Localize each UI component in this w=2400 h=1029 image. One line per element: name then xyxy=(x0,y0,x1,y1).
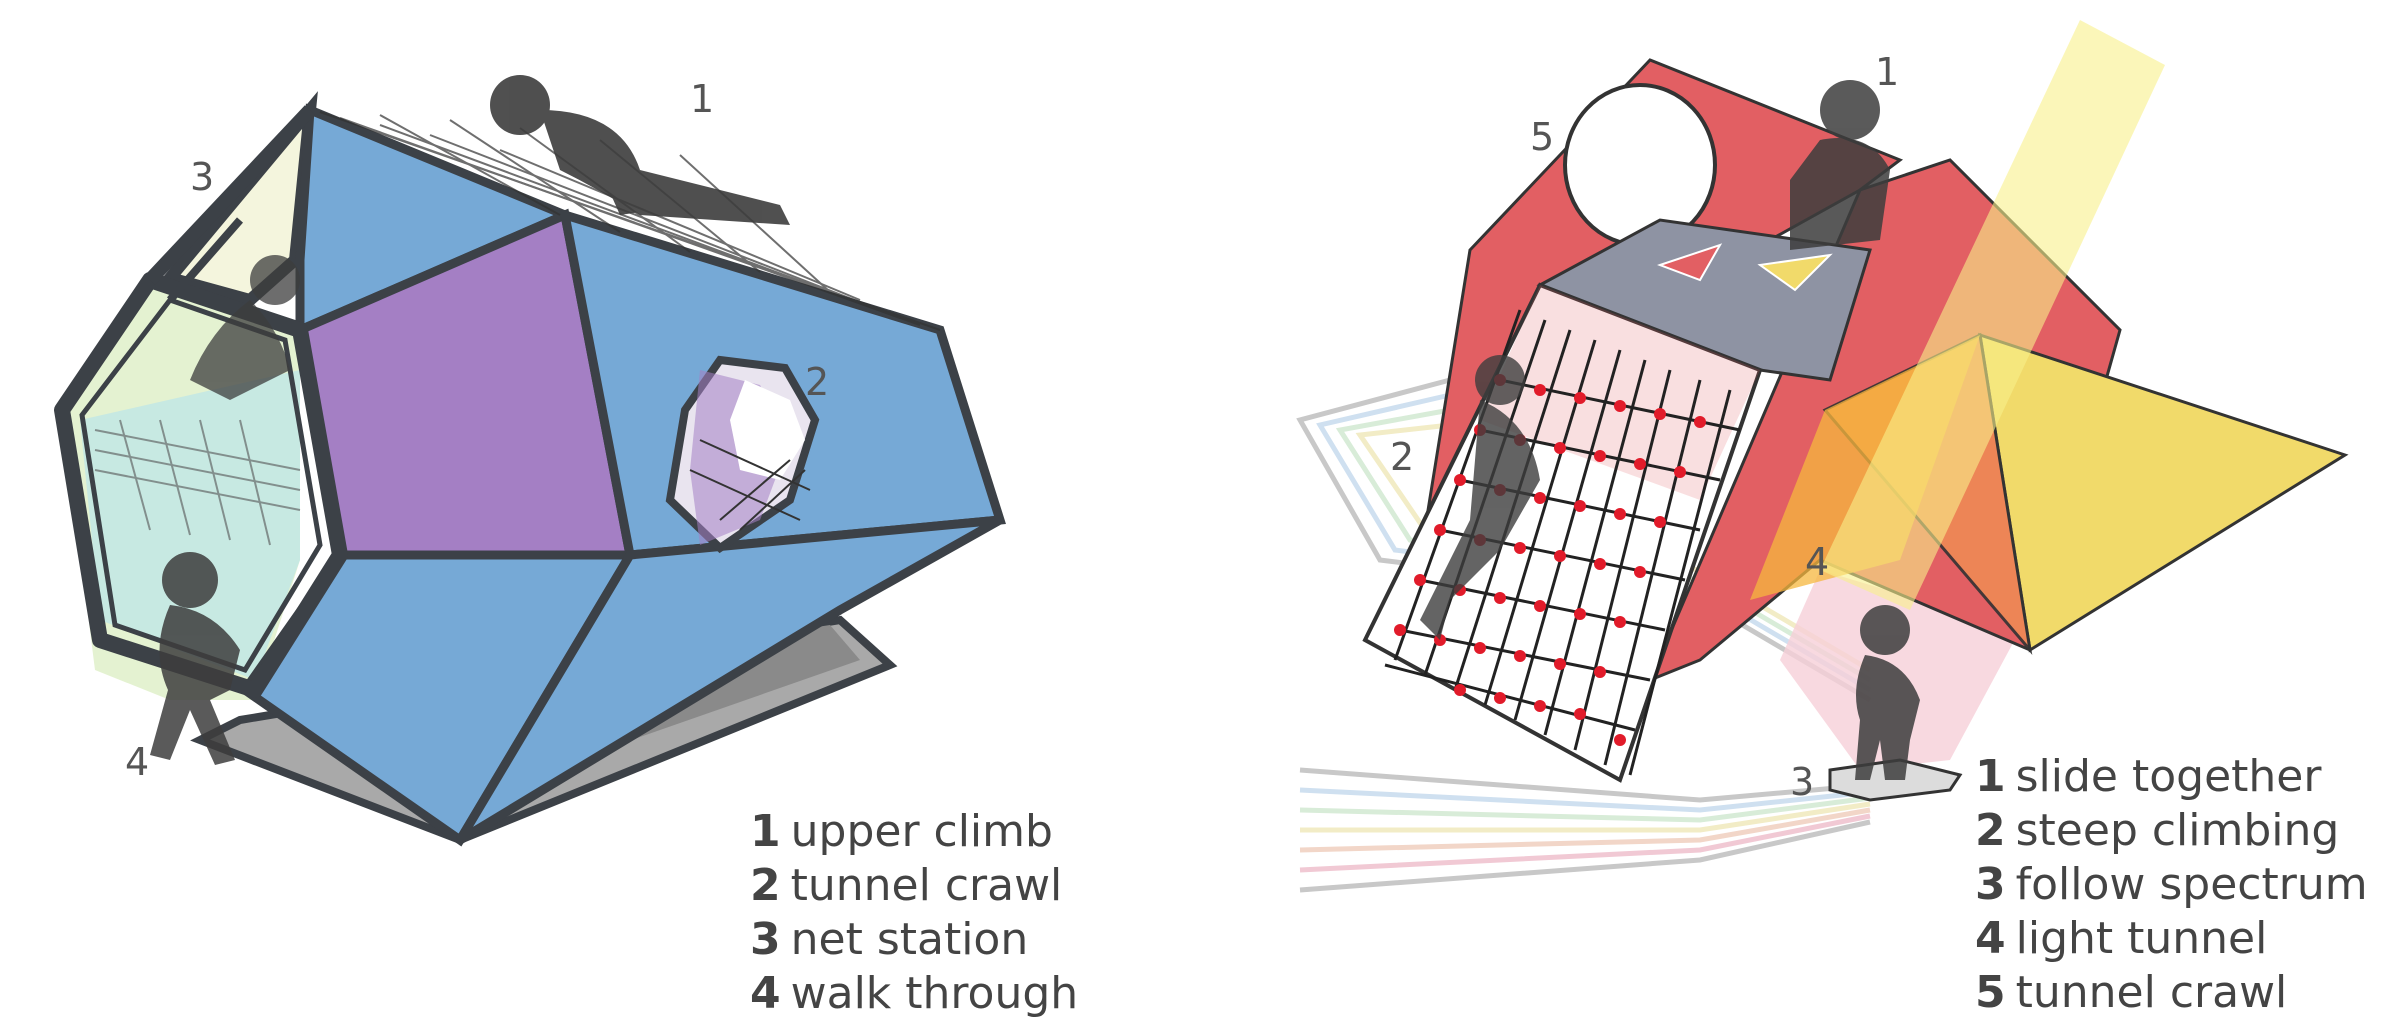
legend-label: net station xyxy=(790,914,1029,965)
legend-number: 4 xyxy=(750,968,781,1019)
left-lower-face-right xyxy=(456,515,1003,844)
left-figure-net xyxy=(190,255,300,400)
yellow-pyramid xyxy=(1978,332,2349,653)
left-figure-roof xyxy=(490,75,790,225)
left-callout-1: 1 xyxy=(690,77,714,121)
left-figure-walk xyxy=(150,552,240,765)
left-rear-panel-cyan xyxy=(80,370,300,680)
light-beam xyxy=(1820,20,2165,610)
left-frame-strut-mid xyxy=(166,217,244,303)
left-hex-net xyxy=(689,439,811,531)
right-figure-walk xyxy=(1855,605,1920,780)
left-callout-2: 2 xyxy=(805,360,829,404)
legend-number: 5 xyxy=(1975,967,2006,1018)
legend-number: 2 xyxy=(1975,805,2006,856)
left-hex-window-light xyxy=(730,380,805,480)
right-figure-net xyxy=(1420,355,1540,640)
right-callout-5: 5 xyxy=(1530,115,1554,159)
legend-number: 3 xyxy=(750,914,781,965)
left-frame-strut-top xyxy=(144,105,316,285)
legend-label: walk through xyxy=(790,968,1079,1019)
left-callout-4: 4 xyxy=(125,740,149,784)
left-net-interior xyxy=(94,419,301,546)
left-callout-3: 3 xyxy=(190,155,214,199)
left-front-frame xyxy=(54,272,348,698)
legend-number: 4 xyxy=(1975,913,2006,964)
legend-number: 1 xyxy=(1975,751,2006,802)
legend-label: upper climb xyxy=(790,806,1053,857)
left-structure: 1 2 3 4 xyxy=(54,75,1006,847)
right-callout-4: 4 xyxy=(1805,540,1829,584)
legend-label: tunnel crawl xyxy=(790,860,1063,911)
slate-triangle-2 xyxy=(1757,253,1833,292)
legend-label: light tunnel xyxy=(2015,913,2268,964)
right-structure: 1 2 3 4 5 xyxy=(1296,20,2349,893)
right-callout-1: 1 xyxy=(1875,50,1899,94)
right-callout-3: 3 xyxy=(1790,760,1814,804)
legend-label: follow spectrum xyxy=(2015,859,2368,910)
climb-net-shade xyxy=(1480,285,1760,500)
legend-number: 2 xyxy=(750,860,781,911)
left-roof-net xyxy=(319,111,941,331)
slate-triangle-1 xyxy=(1657,243,1723,282)
legend-number: 1 xyxy=(750,806,781,857)
right-callout-2: 2 xyxy=(1390,435,1414,479)
legend-label: slide together xyxy=(2015,751,2322,802)
legend-label: tunnel crawl xyxy=(2015,967,2288,1018)
right-figure-top xyxy=(1790,80,1890,250)
legend-label: steep climbing xyxy=(2015,805,2340,856)
left-front-frame-inner xyxy=(79,297,323,674)
legend-number: 3 xyxy=(1975,859,2006,910)
red-wall-hole xyxy=(1563,83,1717,247)
